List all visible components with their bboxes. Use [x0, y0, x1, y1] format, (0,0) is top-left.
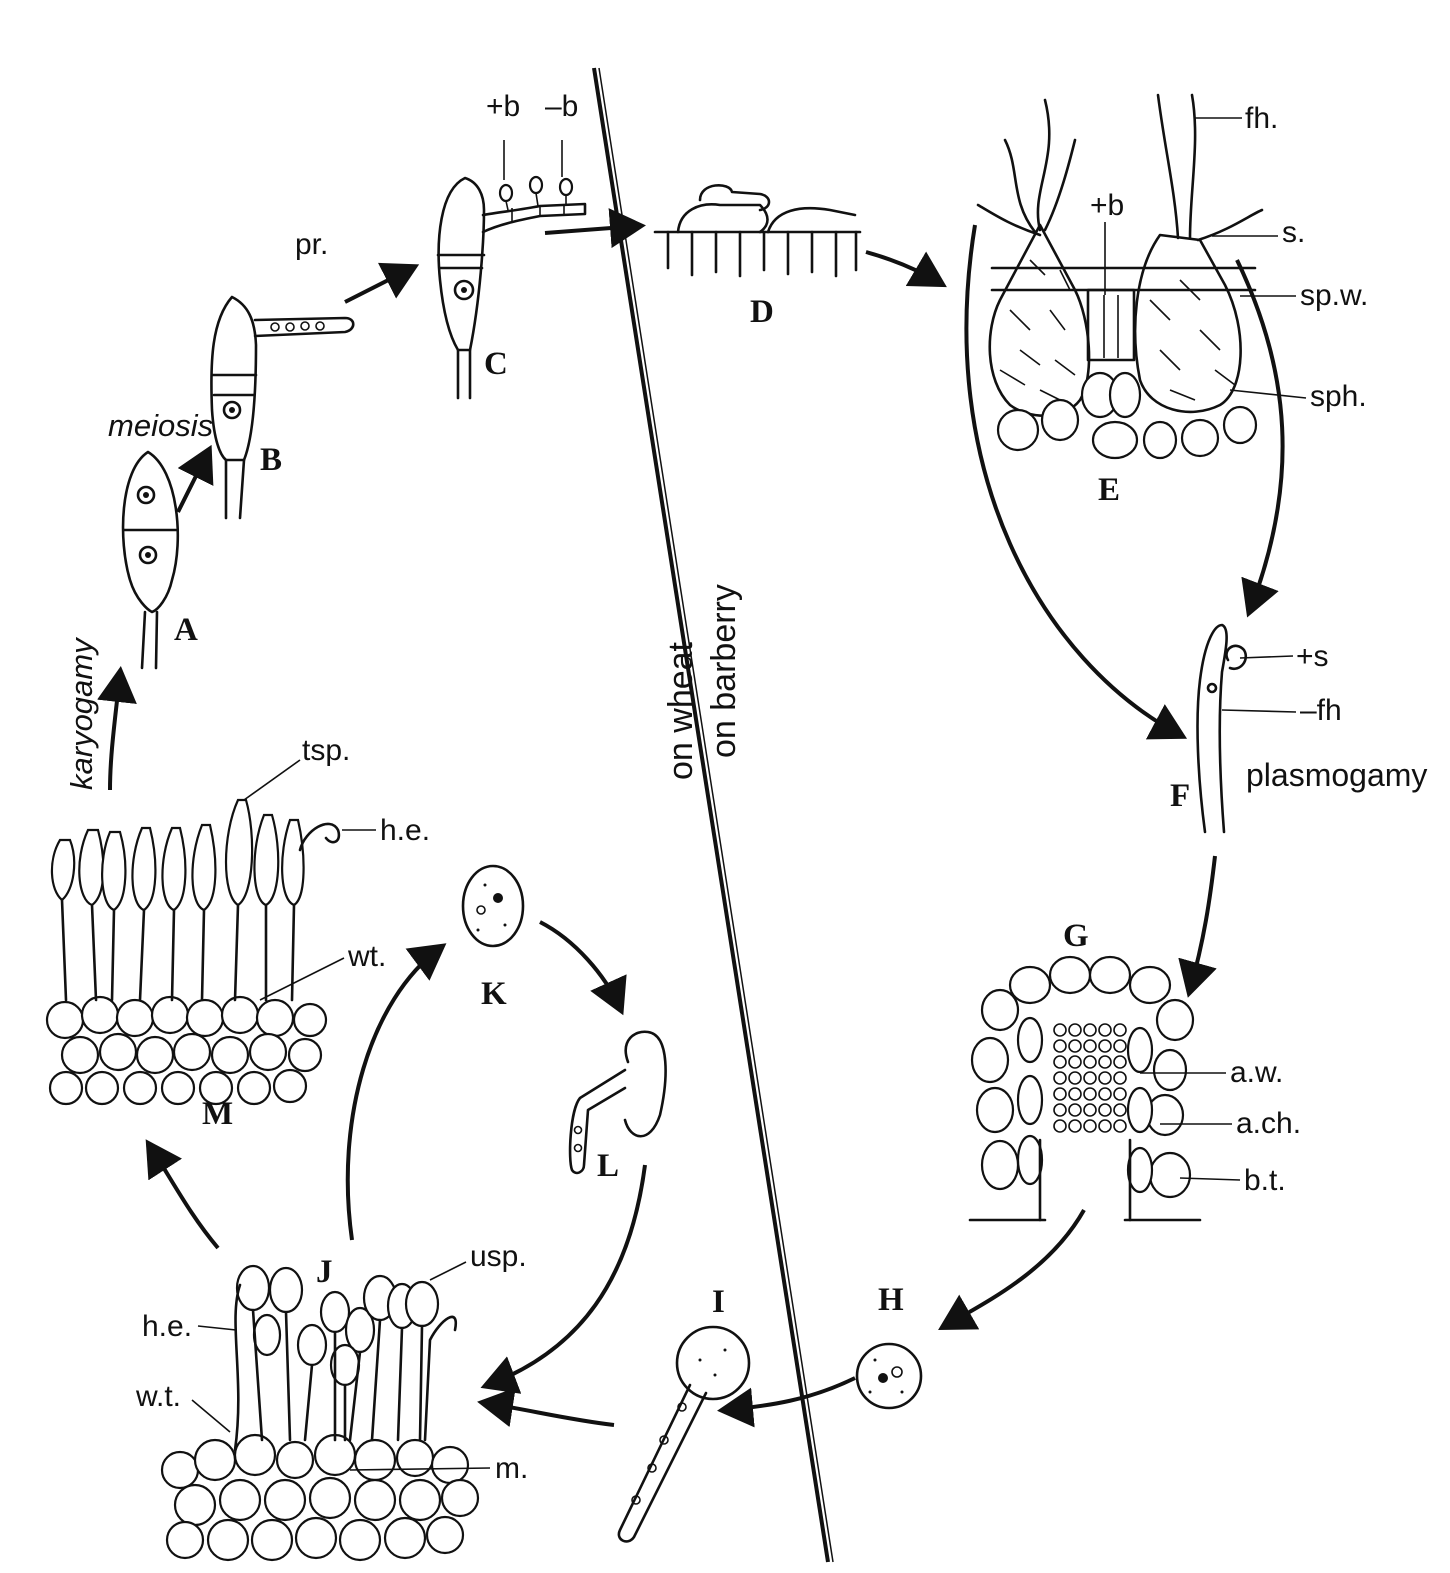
- host-label-wheat: on wheat: [662, 641, 700, 780]
- label-meiosis: meiosis: [108, 408, 213, 443]
- stage-f-plasmogamy: [1198, 625, 1246, 832]
- stage-h-label: H: [878, 1282, 904, 1318]
- label-aw: a.w.: [1230, 1056, 1283, 1089]
- stage-a-label: A: [174, 612, 198, 648]
- stage-k-urediospore: [463, 866, 523, 946]
- label-minus-fh: –fh: [1300, 694, 1342, 727]
- label-m: m.: [495, 1452, 528, 1485]
- stage-i-germination: [619, 1327, 749, 1541]
- stage-d-infection: [655, 185, 860, 276]
- label-plus-s: +s: [1296, 640, 1329, 673]
- label-sph: sph.: [1310, 380, 1367, 413]
- label-minus-b: –b: [545, 90, 578, 123]
- stage-e-pycnia: [978, 95, 1262, 458]
- stage-k-label: K: [481, 976, 507, 1012]
- stage-f-label: F: [1170, 778, 1190, 814]
- stage-c-label: C: [484, 346, 508, 382]
- stage-j-uredium: [162, 1266, 478, 1560]
- stage-a-teliospore: [123, 452, 178, 668]
- stage-d-label: D: [750, 294, 774, 330]
- label-spw: sp.w.: [1300, 279, 1368, 312]
- stage-e-label: E: [1098, 472, 1120, 508]
- stage-g-label: G: [1063, 918, 1089, 954]
- label-ach: a.ch.: [1236, 1107, 1301, 1140]
- label-karyogamy: karyogamy: [64, 636, 99, 790]
- label-usp: usp.: [470, 1240, 527, 1273]
- host-divider-line: [594, 68, 833, 1562]
- stage-m-telium: [47, 800, 339, 1104]
- stage-i-label: I: [712, 1284, 725, 1320]
- stage-m-label: M: [202, 1096, 233, 1132]
- label-wt-j: w.t.: [135, 1380, 181, 1413]
- label-s: s.: [1282, 216, 1305, 249]
- stage-b-label: B: [260, 442, 282, 478]
- label-he-m: h.e.: [380, 814, 430, 847]
- label-plasmogamy: plasmogamy: [1246, 757, 1427, 793]
- label-fh: fh.: [1245, 102, 1278, 135]
- stage-g-aecium: [970, 957, 1200, 1220]
- label-bt: b.t.: [1244, 1164, 1286, 1197]
- stage-h-aeciospore: [857, 1344, 921, 1408]
- stage-c-basidium: [438, 140, 585, 398]
- label-wt-m: wt.: [347, 940, 386, 973]
- stage-j-label: J: [316, 1254, 333, 1290]
- label-e-plus-b: +b: [1090, 189, 1124, 222]
- label-tsp: tsp.: [302, 734, 350, 767]
- stage-b-germination: [211, 297, 353, 518]
- host-label-barberry: on barberry: [705, 584, 743, 758]
- stage-l-label: L: [597, 1148, 619, 1184]
- label-he-j: h.e.: [142, 1310, 192, 1343]
- label-pr: pr.: [295, 228, 328, 261]
- label-plus-b: +b: [486, 90, 520, 123]
